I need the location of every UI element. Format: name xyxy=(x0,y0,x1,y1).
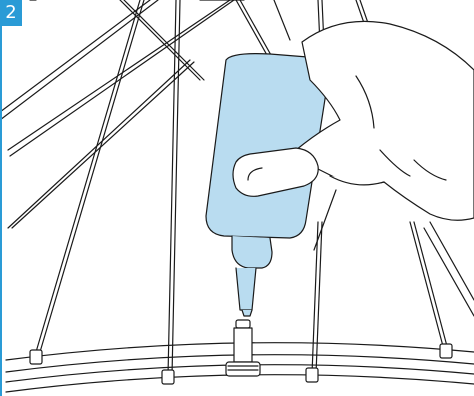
step-accent-rule xyxy=(0,0,2,396)
step-number-badge: 2 xyxy=(0,0,22,26)
presta-valve-icon xyxy=(226,320,260,376)
